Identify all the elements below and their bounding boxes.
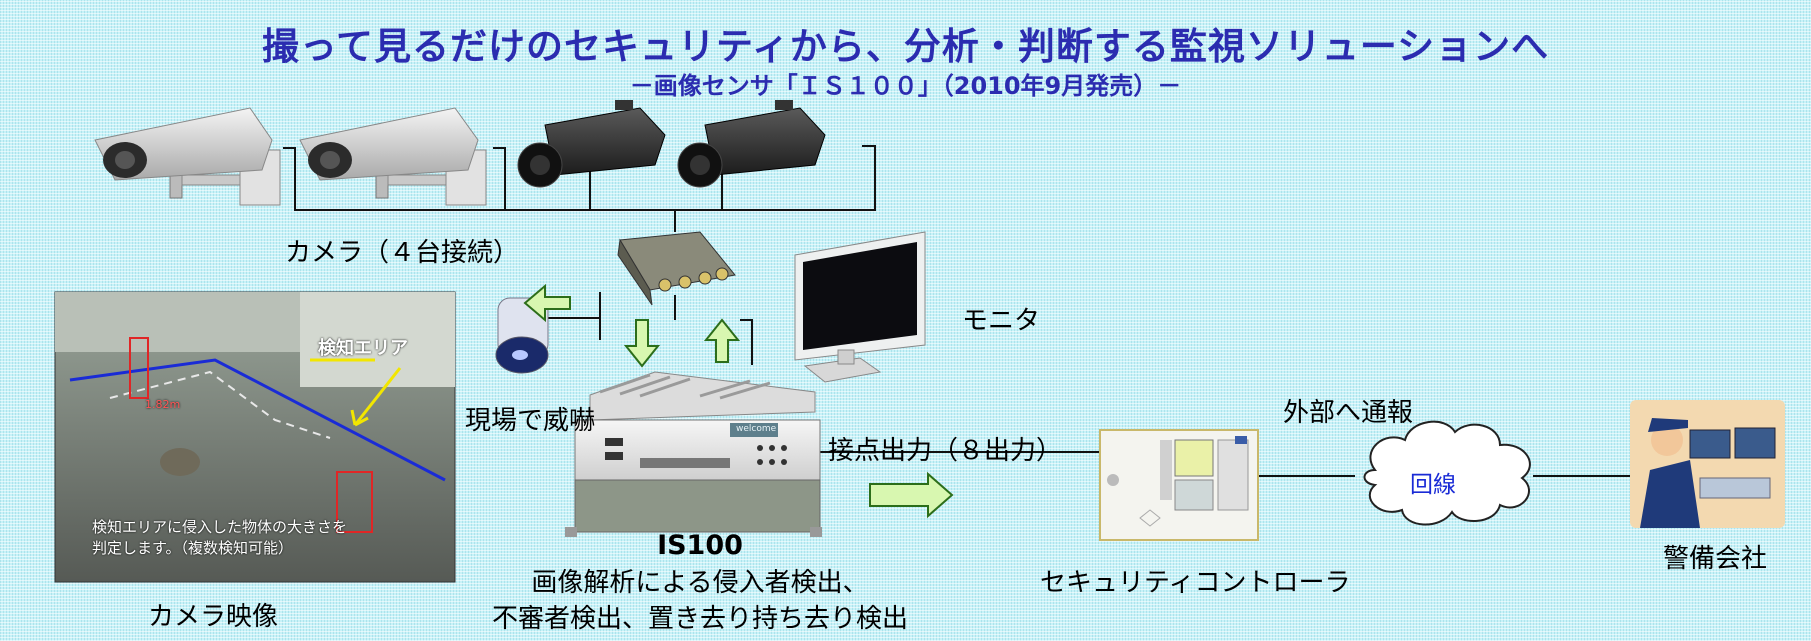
box-camera-icon: [517, 100, 666, 188]
footage-caption-1: 検知エリアに侵入した物体の大きさを: [92, 518, 348, 536]
footage-caption-2: 判定します。（複数検知可能）: [92, 539, 294, 557]
deterrent-label: 現場で威嚇: [465, 406, 596, 436]
security-controller-icon: [1099, 429, 1259, 541]
camera-wiring: [283, 145, 1630, 477]
monitor-label: モニタ: [962, 306, 1041, 336]
bullet-camera-icon: [94, 107, 281, 206]
cameras-label: カメラ（４台接続）: [285, 238, 520, 268]
page-subtitle: －画像センサ「ＩＳ１００」（2010年9月発売）－: [629, 72, 1182, 100]
camera-footage-label: カメラ映像: [148, 602, 279, 632]
security-company-label: 警備会社: [1663, 544, 1768, 574]
controller-label: セキュリティコントローラ: [1040, 568, 1351, 598]
is100-description-1: 画像解析による侵入者検出、: [531, 568, 869, 598]
footage-area-label: 検知エリア: [318, 338, 408, 359]
is100-description-2: 不審者検出、置き去り持ち去り検出: [491, 604, 908, 634]
page-title: 撮って見るだけのセキュリティから、分析・判断する監視ソリューションへ: [261, 25, 1550, 68]
is100-device-icon: [565, 371, 822, 537]
signal-arrows: [523, 283, 954, 519]
security-operator-icon: [1630, 400, 1785, 528]
footage-size-label: 1.82m: [145, 398, 181, 411]
camera-footage-image: [54, 291, 456, 583]
video-hub-icon: [617, 231, 736, 306]
contact-output-label: 接点出力（８出力）: [828, 436, 1063, 466]
network-line-label: 回線: [1410, 472, 1456, 498]
monitor-icon: [794, 231, 926, 383]
external-report-label: 外部へ通報: [1283, 398, 1414, 428]
is100-label: IS100: [657, 530, 743, 561]
network-cloud-icon: [1363, 420, 1531, 526]
bullet-camera-icon: [299, 107, 487, 206]
device-brand-label: welcome: [736, 424, 777, 434]
box-camera-icon: [677, 100, 826, 188]
